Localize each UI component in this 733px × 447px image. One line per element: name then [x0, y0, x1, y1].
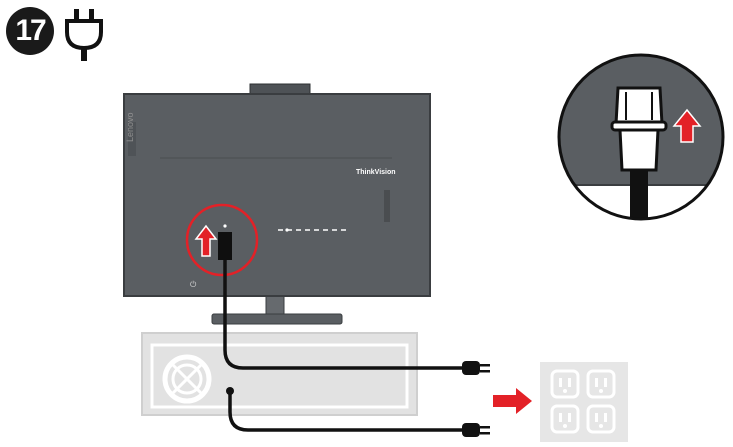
side-brand-label: Lenovo [125, 112, 135, 142]
computer-power-port [226, 387, 234, 395]
outlet-socket [550, 369, 580, 399]
monitor-power-connector [218, 224, 232, 260]
power-button-label: ⏻ [190, 280, 197, 289]
wall-outlet-icon [540, 362, 628, 442]
step-number-badge: 17 [6, 7, 54, 55]
red-arrow-icon [194, 224, 218, 257]
power-plug-icon [65, 9, 103, 61]
power-port-highlight [185, 203, 259, 277]
outlet-socket [550, 404, 580, 434]
outlet-socket [586, 369, 616, 399]
red-right-arrow-icon [493, 388, 532, 414]
fan-grille-icon [162, 354, 212, 404]
computer-power-cable [228, 392, 470, 432]
front-brand-label: ThinkVision [356, 169, 396, 176]
computer-unit [141, 332, 418, 416]
connector-zoom-inset [557, 53, 725, 221]
outlet-socket [586, 404, 616, 434]
monitor-power-cable [223, 260, 470, 370]
computer-cable-plug [462, 423, 490, 437]
monitor-cable-plug [462, 361, 490, 375]
monitor-back: Lenovo ThinkVision ⏻ [123, 83, 431, 297]
